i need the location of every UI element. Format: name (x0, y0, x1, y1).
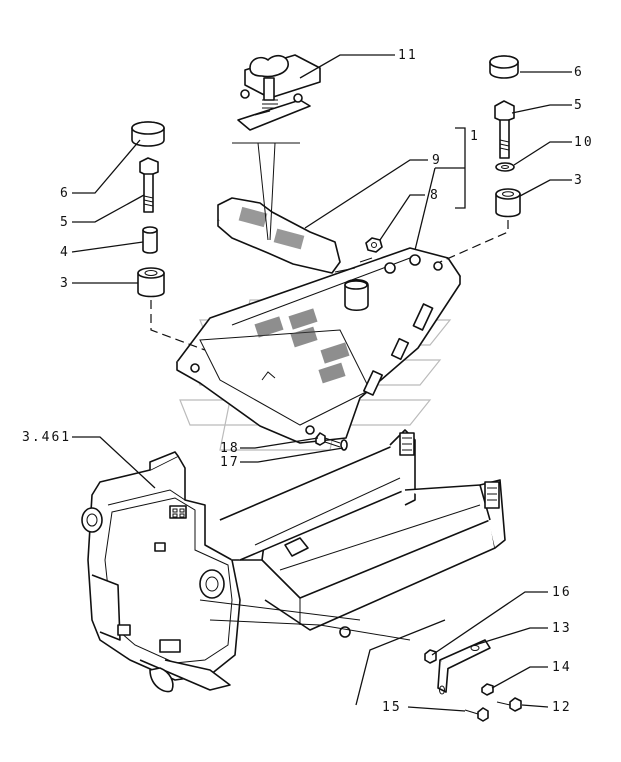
callout-labels: 11 6 5 10 3 1 9 8 6 5 4 3 3.461 18 17 16… (22, 48, 594, 715)
part-1-platform (176, 247, 461, 444)
callout-16: 16 (552, 585, 572, 600)
callout-3-left: 3 (60, 276, 70, 291)
callout-11: 11 (398, 48, 418, 63)
callout-6-left: 6 (60, 186, 70, 201)
callout-8: 8 (430, 188, 440, 203)
callout-4: 4 (60, 245, 70, 260)
callout-10: 10 (574, 135, 594, 150)
part-11-guide-lines (232, 142, 300, 241)
part-11-seat-adjuster (237, 54, 321, 131)
callout-14: 14 (552, 660, 572, 675)
callout-9: 9 (432, 153, 442, 168)
callout-12: 12 (552, 700, 572, 715)
callout-18: 18 (220, 441, 240, 456)
right-mount-stack (439, 55, 521, 263)
left-mount-stack (131, 121, 206, 351)
callout-5-left: 5 (60, 215, 70, 230)
part-13-bracket-and-fasteners (424, 639, 522, 722)
leader-lines (71, 54, 572, 712)
part-9-seat-rail-plate (217, 197, 341, 274)
callout-13: 13 (552, 621, 572, 636)
callout-3-right: 3 (574, 173, 584, 188)
callout-3-461: 3.461 (22, 430, 71, 445)
callout-17: 17 (220, 455, 240, 470)
callout-6-right: 6 (574, 65, 584, 80)
callout-15: 15 (382, 700, 402, 715)
front-frame-assembly (81, 429, 506, 693)
callout-1: 1 (470, 129, 480, 144)
part-18-17-bolt-washer (315, 432, 348, 451)
callout-5-right: 5 (574, 98, 584, 113)
part-8-nut (365, 237, 383, 253)
